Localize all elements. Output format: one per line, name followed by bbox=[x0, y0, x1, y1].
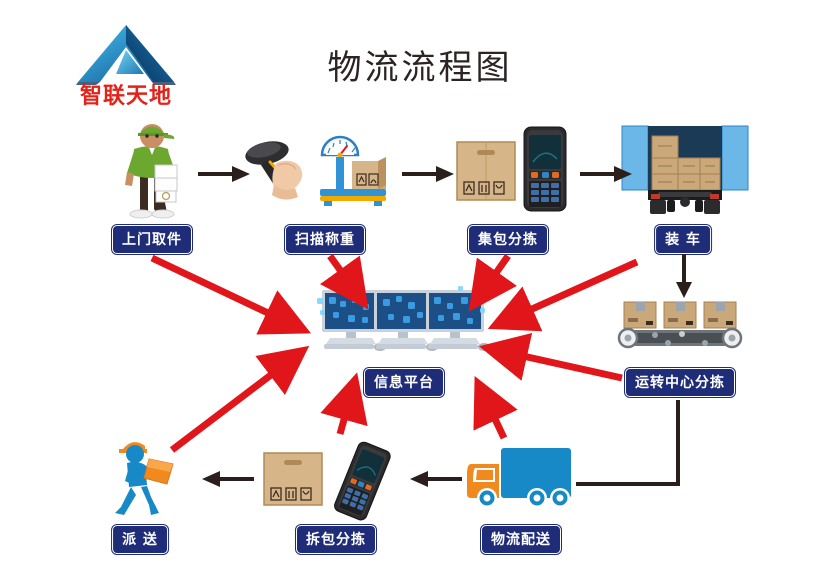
arrow-scan-to-bagsort bbox=[400, 163, 456, 185]
mountain-peak-logo-icon bbox=[74, 24, 178, 86]
red-arrow-dispatch-platform bbox=[473, 375, 518, 440]
red-arrow-transit-platform bbox=[479, 332, 623, 382]
arrow-pickup-to-scan bbox=[196, 163, 252, 185]
delivery-truck-icon bbox=[465, 440, 595, 512]
red-arrow-pickup-platform bbox=[150, 254, 312, 335]
arrow-unpack-to-deliver bbox=[196, 468, 256, 490]
red-arrow-deliver-platform bbox=[169, 345, 310, 453]
red-arrow-unpack-platform bbox=[320, 372, 368, 435]
node-label-bagsort: 集包分拣 bbox=[468, 225, 548, 254]
arrow-loading-to-transit bbox=[672, 252, 696, 300]
brand-logo: 智联天地 bbox=[68, 24, 184, 112]
barcode-scanner-icon bbox=[240, 135, 310, 205]
courier-person-icon bbox=[110, 124, 194, 220]
truck-rear-loading-icon bbox=[620, 124, 750, 216]
node-label-deliver: 派 送 bbox=[112, 525, 168, 554]
red-arrow-scan-platform bbox=[320, 253, 369, 310]
pda-handheld-tilted-icon bbox=[334, 441, 391, 522]
red-arrow-bagsort-platform bbox=[468, 253, 517, 312]
parcel-box-icon bbox=[455, 140, 517, 202]
conveyor-belt-icon bbox=[610, 300, 750, 358]
brand-wordmark: 智联天地 bbox=[79, 84, 172, 109]
parcel-box-open-icon bbox=[262, 451, 324, 507]
delivery-person-icon bbox=[105, 437, 181, 517]
arrow-bagsort-to-loading bbox=[578, 163, 634, 185]
node-label-dispatch: 物流配送 bbox=[481, 525, 561, 554]
node-label-scan: 扫描称重 bbox=[285, 225, 365, 254]
arrow-transit-to-dispatch-elbow bbox=[556, 398, 686, 490]
page-title: 物流流程图 bbox=[327, 48, 513, 88]
arrow-dispatch-to-unpack bbox=[404, 468, 464, 490]
node-label-loading: 装 车 bbox=[655, 225, 711, 254]
computer-monitors-icon bbox=[317, 286, 490, 360]
weighing-scale-icon bbox=[312, 133, 394, 208]
node-label-unpack: 拆包分拣 bbox=[296, 525, 376, 554]
node-label-pickup: 上门取件 bbox=[112, 225, 192, 254]
node-label-transit: 运转中心分拣 bbox=[625, 368, 735, 397]
pda-handheld-icon bbox=[523, 126, 567, 212]
red-arrow-loading-platform bbox=[487, 258, 639, 332]
